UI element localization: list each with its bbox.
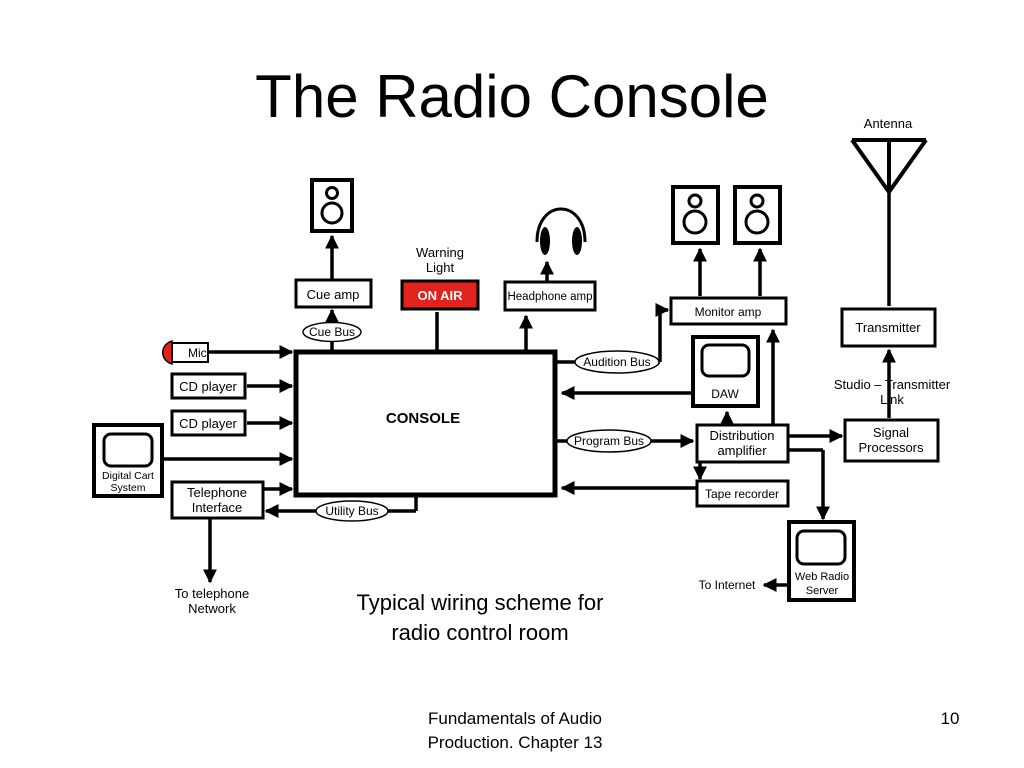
- audition-bus-label: Audition Bus: [583, 355, 650, 369]
- to-telephone-label-line1: To telephone: [175, 586, 249, 601]
- console-label: CONSOLE: [386, 410, 460, 427]
- web-radio-label-line1: Web Radio: [795, 571, 849, 583]
- utility-bus-label: Utility Bus: [325, 504, 378, 518]
- monitor-speaker-left-icon: [671, 185, 720, 245]
- headphone-amp-label: Headphone amp: [507, 291, 592, 303]
- web-radio-computer-icon: [787, 520, 856, 602]
- caption-line-1: Typical wiring scheme for: [356, 590, 604, 615]
- digital-cart-label-line2: System: [110, 482, 145, 494]
- cue-speaker-icon: [310, 178, 354, 233]
- mic-icon: [161, 340, 209, 365]
- cue-amp-label: Cue amp: [307, 287, 360, 302]
- signal-processors-box: [843, 418, 940, 463]
- stl-label-line1: Studio – Transmitter: [834, 377, 951, 392]
- telephone-interface-label-line2: Interface: [192, 500, 243, 515]
- monitor-amp-label: Monitor amp: [695, 305, 762, 319]
- cue-bus-label: Cue Bus: [309, 325, 355, 339]
- to-internet-label: To Internet: [699, 578, 756, 592]
- distribution-amp-label-line1: Distribution: [709, 428, 774, 443]
- digital-cart-computer-icon: [92, 423, 164, 498]
- warning-light-label-line1: Warning: [416, 245, 464, 260]
- monitor-amp-box: [669, 296, 788, 326]
- tape-recorder-label: Tape recorder: [705, 487, 779, 501]
- diagram-caption: Typical wiring scheme for radio control …: [330, 588, 630, 648]
- caption-line-2: radio control room: [391, 620, 569, 645]
- program-bus-ellipse: [566, 429, 652, 453]
- cue-bus-ellipse: [302, 321, 362, 343]
- slide-footer: Fundamentals of Audio Production. Chapte…: [380, 707, 650, 755]
- slide-title: The Radio Console: [255, 63, 769, 130]
- monitor-speaker-right-icon: [733, 185, 782, 245]
- utility-bus-ellipse: [315, 500, 389, 522]
- signal-processors-label-line1: Signal: [873, 425, 909, 440]
- daw-computer-icon: [691, 335, 760, 408]
- cue-amp-box: [294, 278, 373, 309]
- web-radio-label-line2: Server: [806, 585, 839, 597]
- footer-line-2: Production. Chapter 13: [427, 733, 603, 752]
- on-air-light: [400, 279, 480, 311]
- tape-recorder-box: [695, 479, 790, 508]
- telephone-interface-box: [170, 480, 265, 520]
- to-telephone-label-line2: Network: [188, 601, 236, 616]
- headphones-icon: [535, 207, 587, 255]
- mic-label: Mic: [188, 346, 207, 360]
- cd-player-1-label: CD player: [179, 379, 237, 394]
- headphone-amp-box: [503, 280, 597, 312]
- program-bus-label: Program Bus: [574, 434, 644, 448]
- audition-bus-ellipse: [574, 350, 660, 374]
- console-box: [293, 349, 558, 498]
- antenna-label: Antenna: [864, 116, 913, 131]
- footer-line-1: Fundamentals of Audio: [428, 709, 602, 728]
- transmitter-label: Transmitter: [855, 320, 921, 335]
- distribution-amp-label-line2: amplifier: [717, 443, 767, 458]
- stl-label-line2: Link: [880, 392, 904, 407]
- cd-player-2-label: CD player: [179, 416, 237, 431]
- warning-light-label-line2: Light: [426, 260, 455, 275]
- distribution-amp-box: [695, 423, 790, 464]
- daw-label: DAW: [711, 387, 739, 401]
- signal-processors-label-line2: Processors: [858, 440, 924, 455]
- transmitter-box: [840, 307, 937, 348]
- antenna-icon: [850, 138, 928, 194]
- cd-player-1-box: [170, 372, 247, 400]
- page-number: 10: [940, 709, 960, 728]
- digital-cart-label-line1: Digital Cart: [102, 470, 154, 482]
- telephone-interface-label-line1: Telephone: [187, 485, 247, 500]
- on-air-label: ON AIR: [417, 288, 463, 303]
- cd-player-2-box: [170, 409, 247, 437]
